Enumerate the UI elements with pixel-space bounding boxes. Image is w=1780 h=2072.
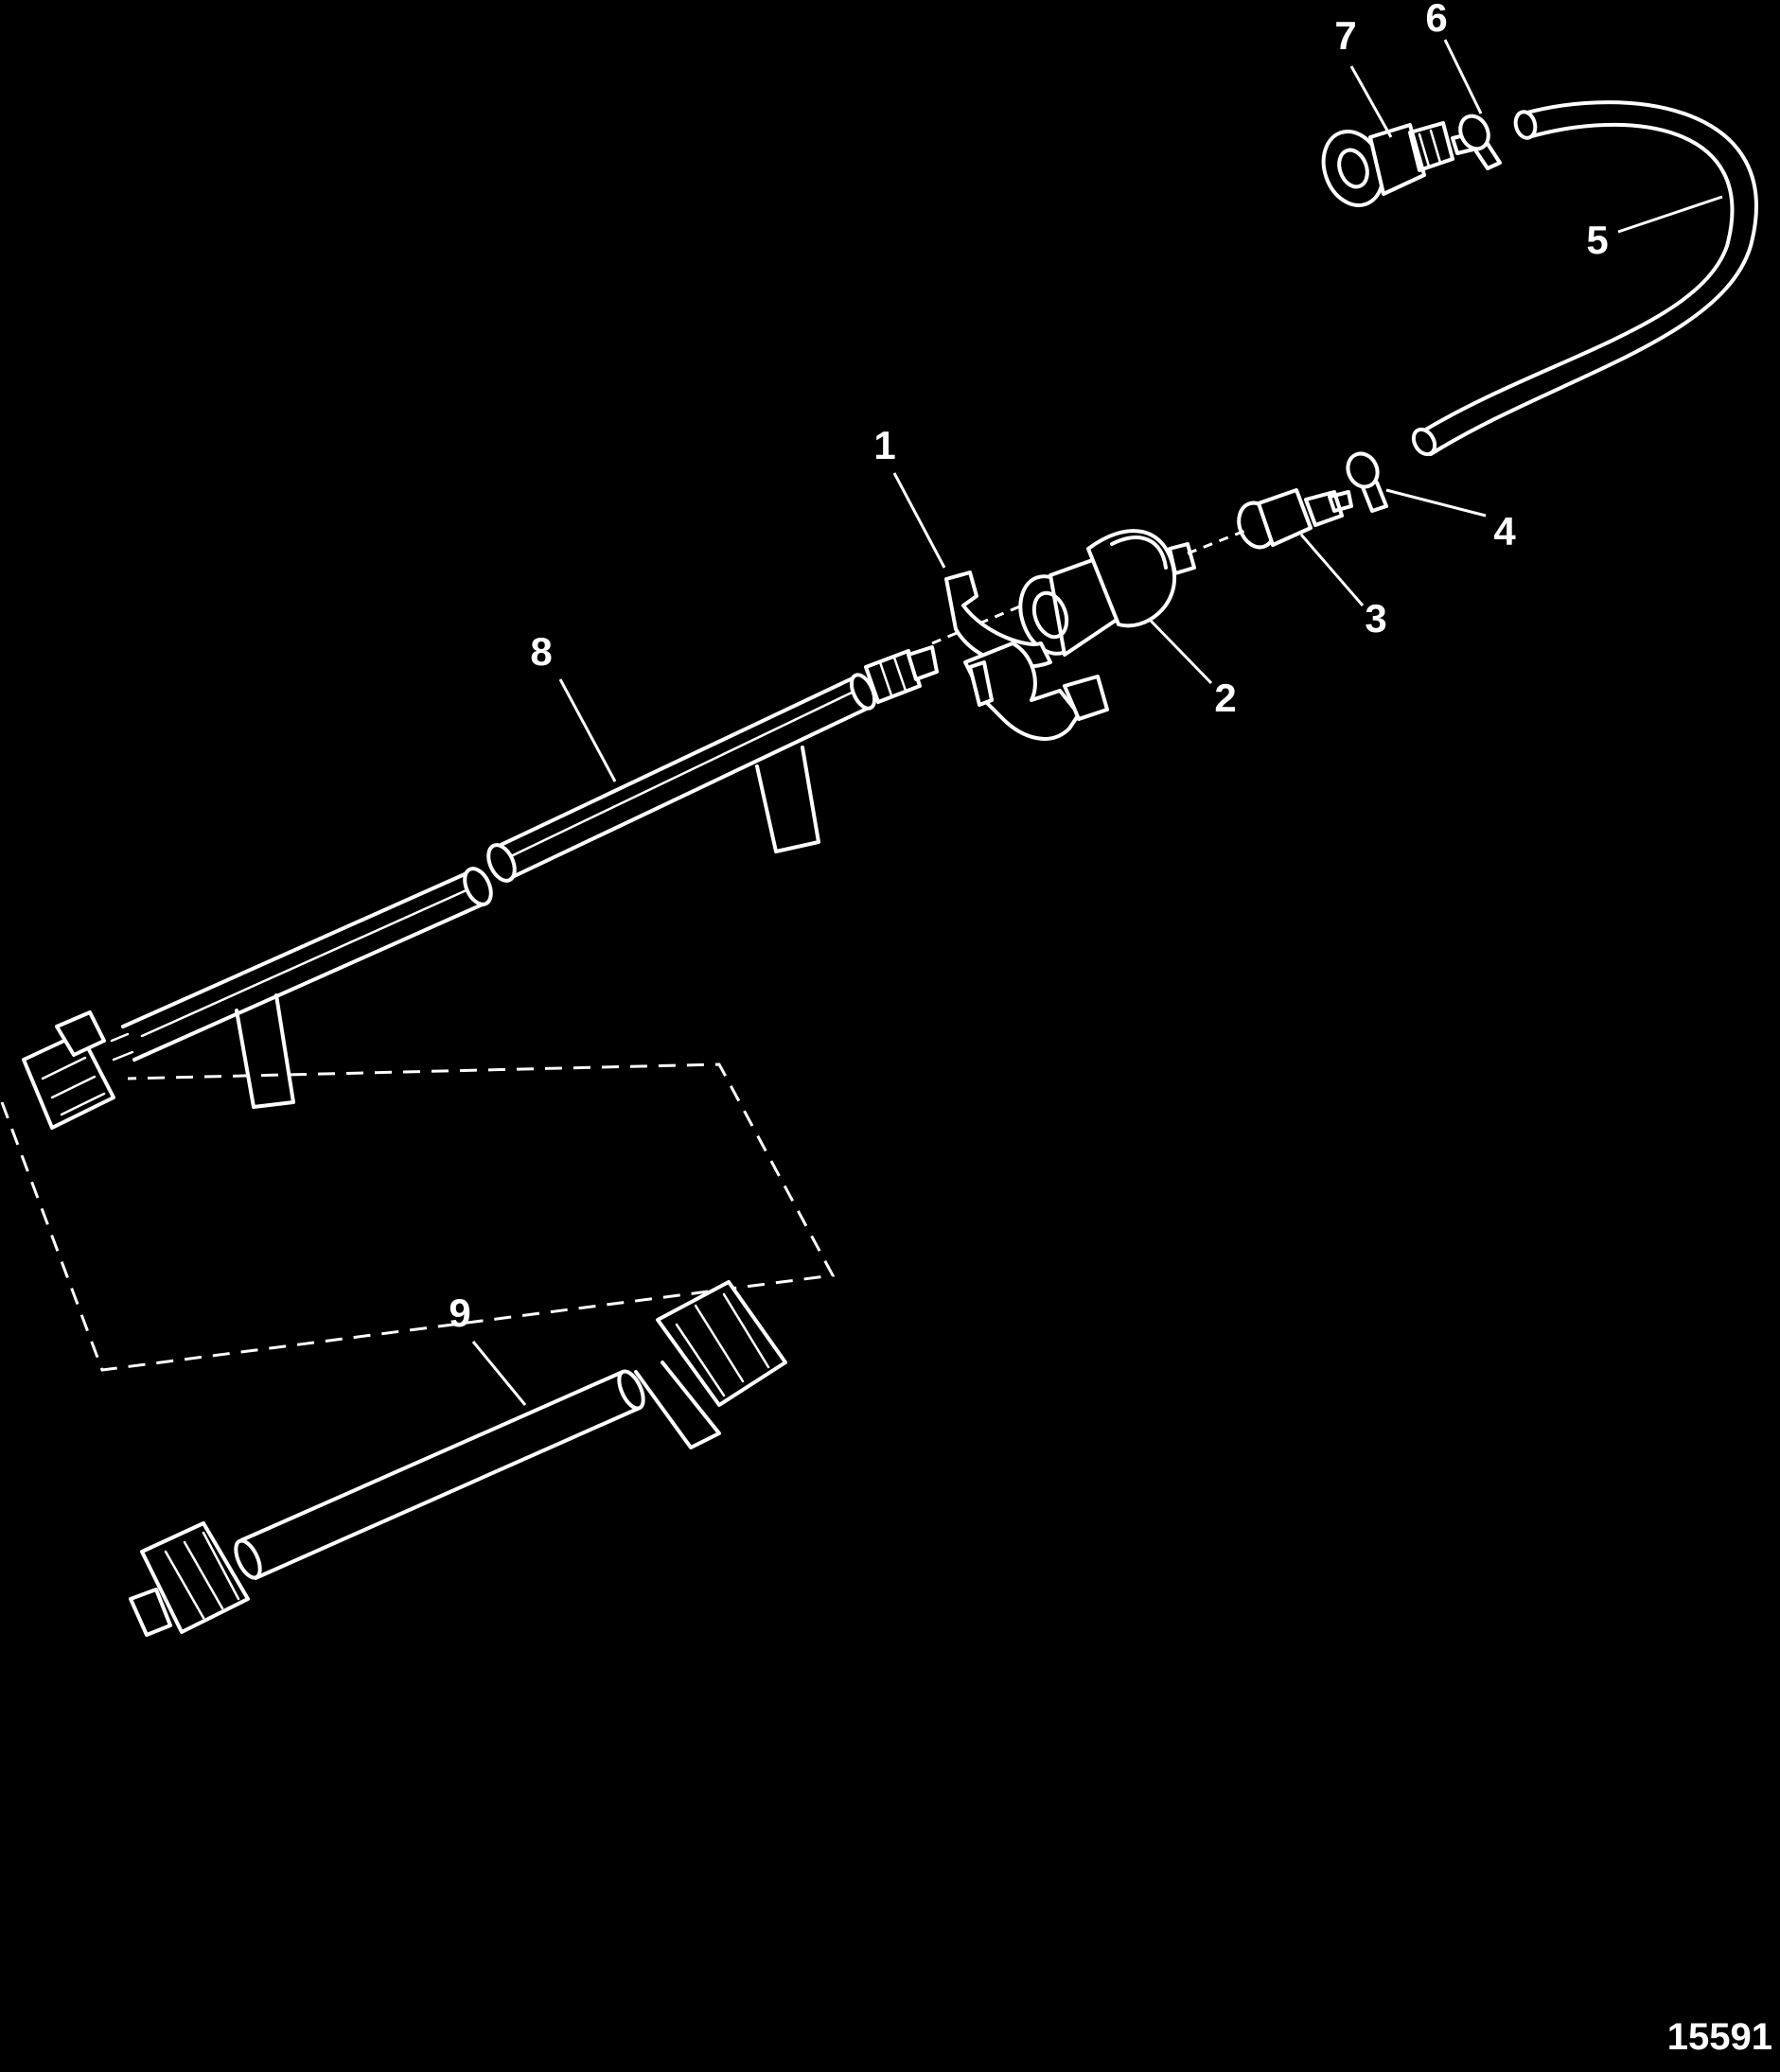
callout-5: 5 bbox=[1586, 218, 1608, 262]
callout-3: 3 bbox=[1365, 596, 1386, 641]
callout-7: 7 bbox=[1334, 13, 1356, 58]
callout-4: 4 bbox=[1493, 509, 1516, 553]
part-5-hose bbox=[1411, 100, 1758, 457]
callout-2: 2 bbox=[1214, 676, 1236, 720]
leader-lines bbox=[471, 39, 1723, 1406]
figure-number: 15591 bbox=[1666, 2016, 1772, 2058]
callout-1: 1 bbox=[873, 423, 895, 467]
callouts: 1 2 3 4 5 6 7 8 9 bbox=[449, 0, 1608, 1335]
part-6-clamp bbox=[1458, 114, 1502, 170]
part-7-fitting bbox=[1321, 121, 1483, 207]
part-2-sensor bbox=[1018, 529, 1196, 657]
connection-dashed-box bbox=[0, 1062, 836, 1372]
assembly-axis bbox=[931, 528, 1248, 645]
part-8-harness bbox=[22, 645, 939, 1130]
part-4-clamp bbox=[1346, 451, 1388, 513]
part-9-harness bbox=[129, 1280, 787, 1637]
part-1-bracket bbox=[944, 571, 1109, 741]
callout-6: 6 bbox=[1425, 0, 1447, 40]
part-3-fitting bbox=[1237, 488, 1353, 550]
callout-8: 8 bbox=[530, 629, 552, 674]
callout-9: 9 bbox=[449, 1291, 470, 1335]
